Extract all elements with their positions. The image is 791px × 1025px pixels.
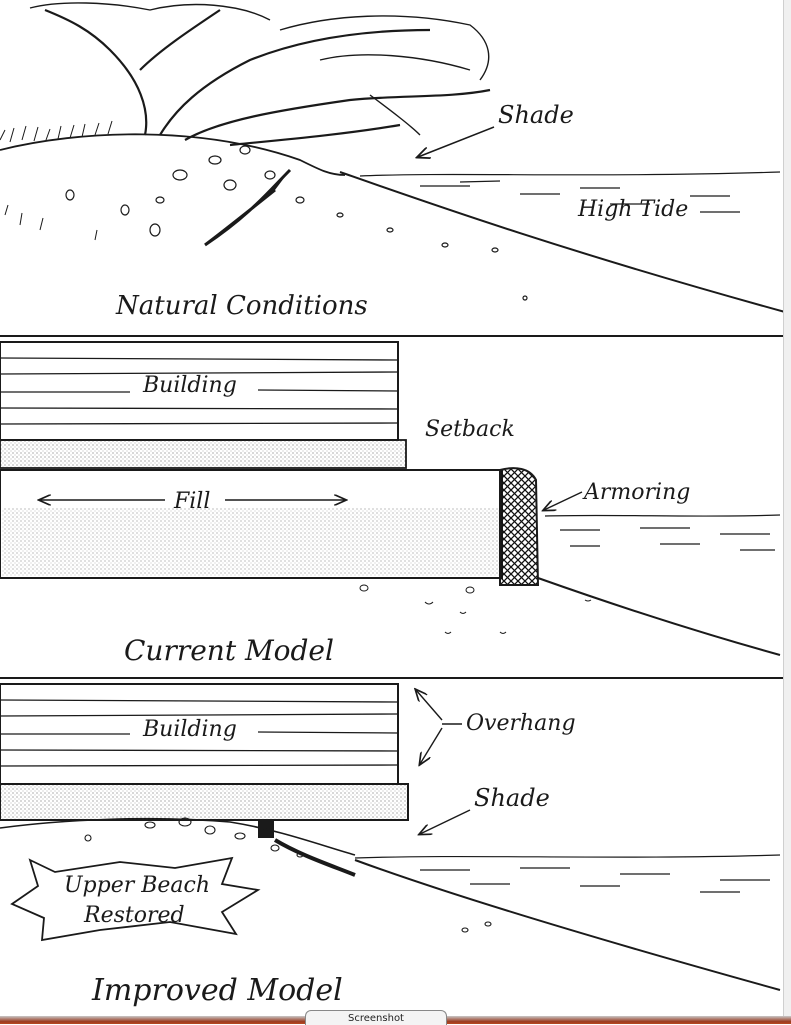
armoring-arrow [544,491,583,510]
overhang-slab [0,783,409,821]
restored-label-line1: Upper Beach [64,873,210,898]
rocks [65,145,528,301]
overhang-arrow-down [420,727,443,764]
fill-stipple [2,508,500,576]
panel-improved-model: Building Overhang Shade [0,683,781,1008]
building-label: Building [142,373,237,398]
rock-mound [0,133,346,176]
beach-slope-line [354,859,781,991]
window-edge [783,0,791,1016]
shrub-roots [273,838,356,877]
shade-label: Shade [474,784,550,812]
panel-natural-conditions: Shade High Tide Natural Conditions [0,2,786,321]
restored-burst [10,856,261,942]
building-planks [0,357,399,425]
current-model-title: Current Model [124,634,334,667]
grass [0,120,113,241]
overhang-arrow-up [416,690,443,721]
shade-arrow [418,126,495,157]
beach-slope-line [339,171,786,313]
armoring-label: Armoring [582,480,690,505]
water-lines [359,171,781,213]
high-tide-label: High Tide [577,197,688,222]
shrub-roots [204,168,292,247]
beach-slope-line [537,577,781,656]
water-lines [354,854,781,893]
tree [44,8,491,147]
restored-label-line2: Restored [83,903,185,928]
shade-arrow [420,809,471,834]
shade-label: Shade [498,101,574,129]
panel-current-model: Building Setback Fill Armoring Current M… [0,341,781,667]
rock-mound [0,817,356,856]
foundation-slab [0,439,407,469]
setback-label: Setback [425,417,515,442]
building-planks [0,699,399,767]
overhang-label: Overhang [466,711,576,736]
armoring-wall [499,467,540,586]
beach-pebbles [359,584,592,634]
natural-conditions-title: Natural Conditions [115,291,368,321]
tree-foliage [29,2,490,136]
improved-model-title: Improved Model [91,973,343,1008]
water-lines [544,514,781,551]
building-label: Building [142,717,237,742]
rocks [84,817,492,933]
screenshot-button[interactable]: Screenshot [305,1010,447,1025]
fill-label: Fill [173,489,210,514]
